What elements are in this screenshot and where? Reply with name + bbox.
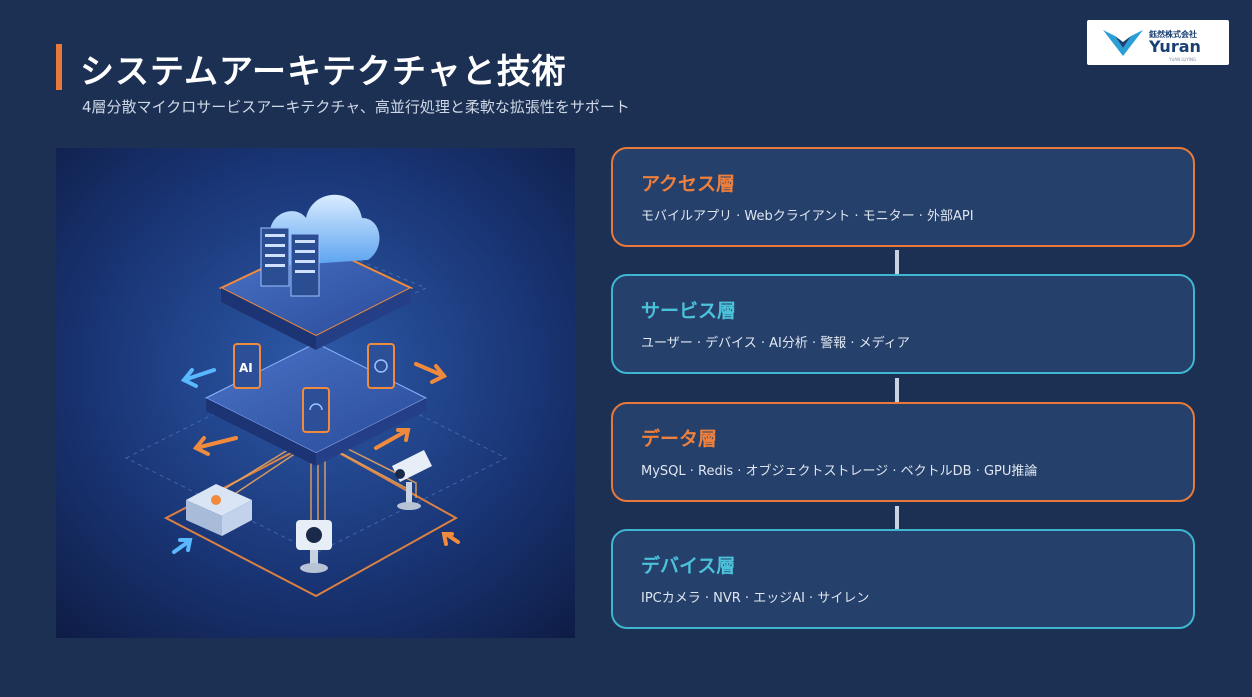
logo-tagline: YUAN LUYING bbox=[1169, 57, 1197, 62]
logo-company-en: Yuran bbox=[1149, 37, 1201, 56]
layer-description: モバイルアプリ · Webクライアント · モニター · 外部API bbox=[641, 209, 974, 224]
server-rack-icon bbox=[260, 227, 320, 297]
title-accent-bar bbox=[56, 44, 62, 90]
bullet-camera-icon bbox=[392, 450, 432, 510]
layer-description: ユーザー · デバイス · AI分析 · 警報 · メディア bbox=[641, 336, 910, 351]
layer-title: デバイス層 bbox=[641, 555, 736, 577]
ip-camera-icon bbox=[296, 520, 332, 573]
direction-arrows bbox=[172, 362, 460, 554]
layer-card-access: アクセス層 モバイルアプリ · Webクライアント · モニター · 外部API bbox=[611, 147, 1195, 247]
layer-connector bbox=[895, 250, 899, 274]
page-subtitle: 4層分散マイクロサービスアーキテクチャ、高並行処理と柔軟な拡張性をサポート bbox=[82, 98, 630, 116]
layer-card-device: デバイス層 IPCカメラ · NVR · エッジAI · サイレン bbox=[611, 529, 1195, 629]
ai-chip-label: AI bbox=[239, 361, 253, 375]
edge-device-icon bbox=[186, 484, 252, 536]
isometric-architecture-image: AI bbox=[56, 148, 575, 638]
ai-chip-icon: AI bbox=[233, 343, 261, 389]
yuran-logo-mark bbox=[1103, 30, 1143, 56]
layer-title: アクセス層 bbox=[641, 173, 736, 195]
layer-title: サービス層 bbox=[641, 300, 737, 322]
layer-card-service: サービス層 ユーザー · デバイス · AI分析 · 警報 · メディア bbox=[611, 274, 1195, 374]
logo-company-cn: 鈺然株式会社 bbox=[1149, 30, 1197, 39]
signal-chip-icon bbox=[302, 387, 330, 433]
layer-connector bbox=[895, 506, 899, 530]
layer-connector bbox=[895, 378, 899, 402]
page-title: システムアーキテクチャと技術 bbox=[80, 52, 567, 92]
architecture-illustration: AI bbox=[56, 148, 575, 638]
company-logo: 鈺然株式会社 Yuran YUAN LUYING bbox=[1087, 20, 1229, 65]
fingerprint-chip-icon bbox=[367, 343, 395, 389]
layer-description: IPCカメラ · NVR · エッジAI · サイレン bbox=[641, 591, 870, 606]
layer-title: データ層 bbox=[641, 428, 718, 450]
layer-description: MySQL · Redis · オブジェクトストレージ · ベクトルDB · G… bbox=[641, 464, 1038, 479]
layer-card-data: データ層 MySQL · Redis · オブジェクトストレージ · ベクトルD… bbox=[611, 402, 1195, 502]
